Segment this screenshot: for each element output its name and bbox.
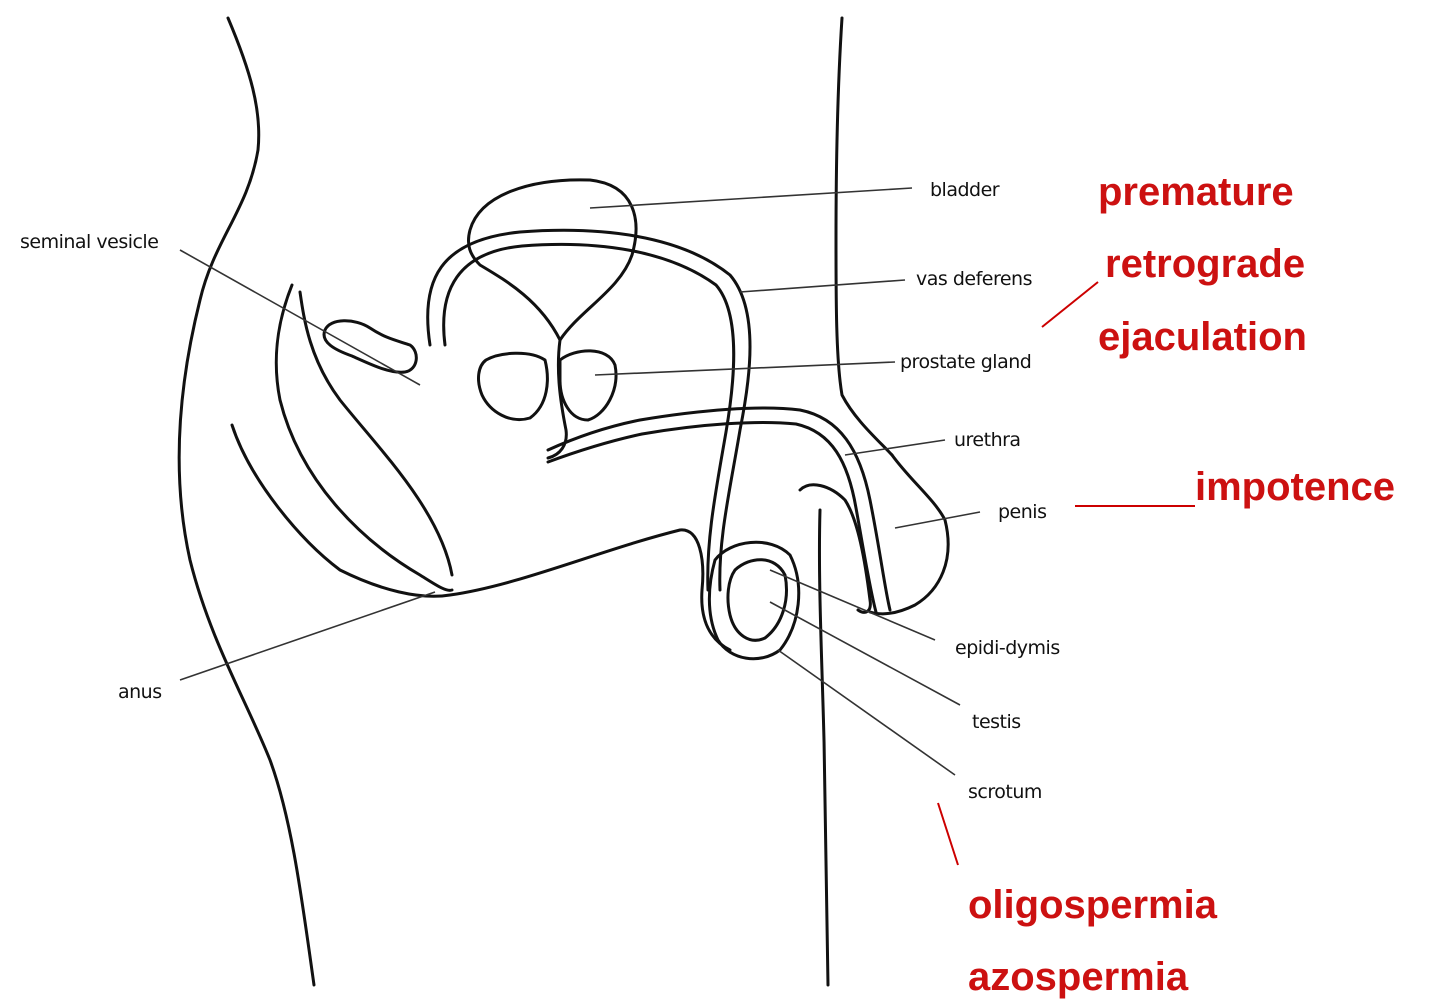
body-front-outline <box>836 18 892 455</box>
rectum-outline <box>276 285 452 590</box>
oligospermia-red-leader <box>938 803 958 865</box>
label-epididymis: epidi-dymis <box>955 637 1060 659</box>
epididymis-leader <box>770 570 935 640</box>
seminal-vesicle-outline <box>324 321 416 373</box>
label-seminal-vesicle: seminal vesicle <box>20 231 158 253</box>
bladder-leader <box>590 188 912 208</box>
vas-deferens-leader <box>740 280 905 292</box>
label-urethra: urethra <box>954 429 1021 451</box>
label-prostate-gland: prostate gland <box>900 351 1031 373</box>
condition-azospermia: azospermia <box>968 955 1189 999</box>
buttock-lower-outline <box>232 425 730 650</box>
prostate-left-lobe <box>479 353 548 419</box>
retrograde-red-leader <box>1042 282 1098 327</box>
bladder-outline <box>468 180 636 340</box>
penis-leader <box>895 512 980 528</box>
vas-deferens-tube-inner <box>444 244 734 590</box>
label-scrotum: scrotum <box>968 781 1042 803</box>
prostate-leader <box>595 362 895 375</box>
anus-leader <box>180 592 435 680</box>
scrotum-leader <box>778 650 955 775</box>
label-testis: testis <box>972 711 1021 733</box>
prostate-outline <box>560 351 616 420</box>
seminal-vesicle-leader <box>180 250 420 385</box>
penis-outline <box>870 455 948 614</box>
condition-oligospermia: oligospermia <box>968 883 1218 927</box>
label-vas-deferens: vas deferens <box>916 268 1032 290</box>
scrotum-right-outline <box>800 485 870 613</box>
label-penis: penis <box>998 501 1046 523</box>
condition-retrograde: retrograde <box>1105 242 1305 286</box>
body-back-outline <box>179 18 314 985</box>
condition-ejaculation: ejaculation <box>1098 315 1307 359</box>
testis-outline <box>728 560 787 641</box>
urethra-leader <box>845 440 945 455</box>
testis-leader <box>770 602 960 705</box>
label-bladder: bladder <box>930 179 1000 201</box>
leg-front-outline <box>819 510 828 985</box>
label-anus: anus <box>118 681 162 703</box>
condition-premature: premature <box>1098 170 1294 214</box>
condition-impotence: impotence <box>1195 465 1395 509</box>
